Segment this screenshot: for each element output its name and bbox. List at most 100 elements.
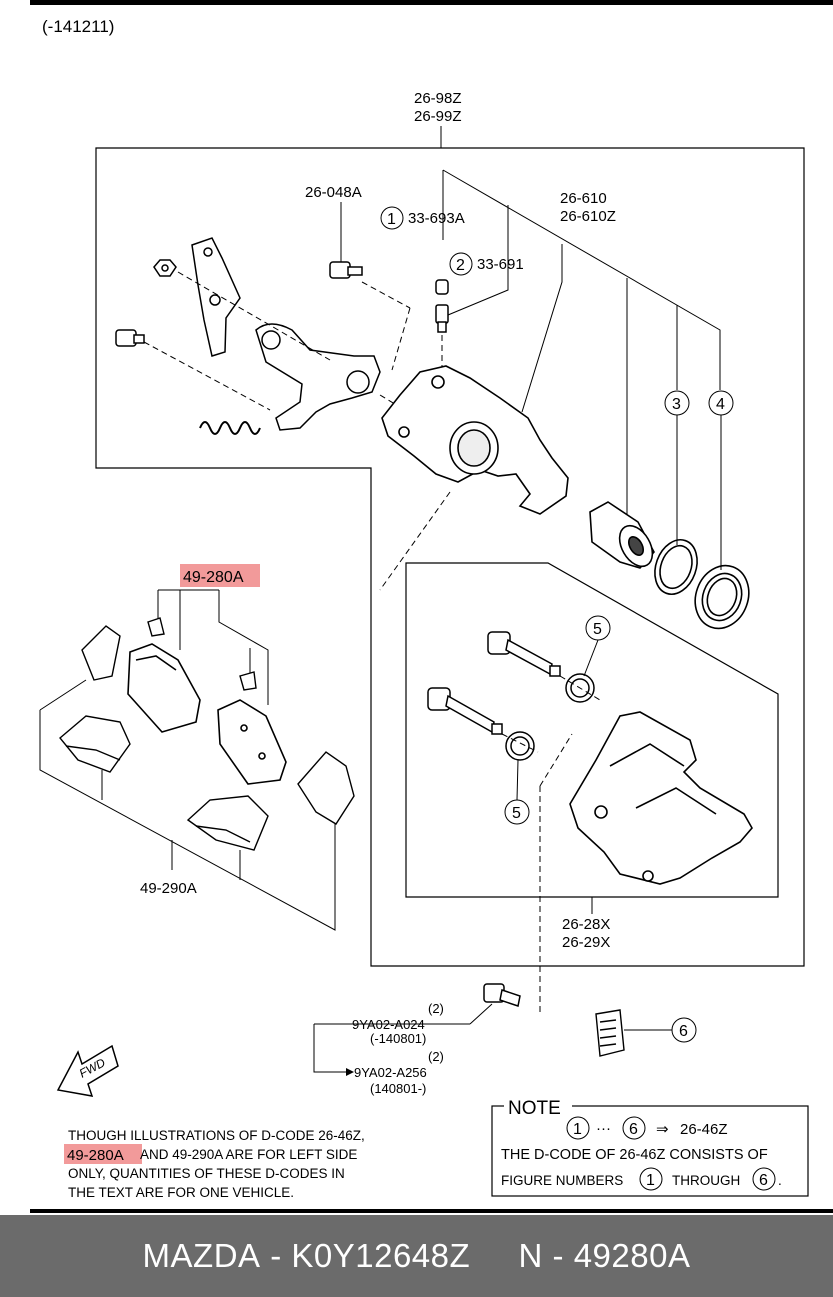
callout-5b: 5 [512,805,521,822]
callout-6: 6 [679,1023,688,1040]
bolt-2-qty: (2) [428,1049,444,1064]
callout-1: 1 [387,211,396,228]
note-title-bg [504,1096,572,1116]
callout-5a: 5 [593,621,602,638]
header-code: (-141211) [42,17,114,36]
bolt-1-range: (-140801) [370,1031,426,1046]
pin-boot-lower [505,731,535,761]
bolt-2-part: 9YA02-A256 [354,1065,427,1080]
note-num2-circle [752,1167,776,1191]
label-49-280A: 49-280A [183,569,244,586]
piston-leaders [442,169,721,520]
footer-part-number: K0Y12648Z [291,1237,471,1274]
note-range-end: 6 [629,1121,638,1138]
footer-sep-2: - [542,1237,574,1274]
bottom-border [30,1209,833,1213]
footer-brand: MAZDA [142,1237,261,1274]
note-num1-circle [639,1167,663,1191]
shim-plate-lower [186,795,269,851]
label-33-691: 33-691 [477,256,524,273]
disclaimer-line-2: AND 49-290A ARE FOR LEFT SIDE [140,1147,357,1162]
caliper-bracket [569,711,753,885]
note-range-code: 26-46Z [680,1121,728,1138]
note-num1: 1 [646,1172,655,1189]
brake-pad-inner [217,699,287,785]
note-line-3-b: THROUGH [672,1173,740,1188]
part-6-component [595,1009,625,1057]
label-33-693A: 33-693A [408,210,465,227]
guide-pin-upper [487,631,561,677]
piston-seal [654,539,698,595]
caliper-body [381,365,569,515]
shim-plate-upper [59,715,131,773]
pad-clip-top-left [147,617,165,637]
caliper-bolt [483,983,521,1007]
note-ellipsis: ··· [596,1120,611,1137]
bolt-1-qty: (2) [428,1001,444,1016]
footer-n: N [518,1237,543,1274]
callout-3: 3 [672,396,681,413]
label-26-048A: 26-048A [305,184,362,201]
bolt-2-range: (140801-) [370,1081,426,1096]
note-arrow: ⇒ [656,1121,669,1138]
callout-2: 2 [456,257,465,274]
label-26-99Z: 26-99Z [414,108,462,125]
bleeder-cap [435,279,449,295]
parking-brake-lever [191,237,241,357]
label-26-29X: 26-29X [562,934,610,951]
pad-clip-top-right [239,671,257,691]
callout-6-circle [671,1017,697,1043]
note-title: NOTE [508,1098,561,1119]
note-line-2: THE D-CODE OF 26-46Z CONSISTS OF [501,1147,768,1163]
disclaimer-code: 49-280A [67,1147,124,1164]
leader-5a [583,639,599,677]
bolt-supersede-arrow [313,1024,346,1073]
part-footer-bar: MAZDA - K0Y12648Z N - 49280A [0,1215,833,1297]
top-border [30,0,833,5]
anti-rattle-shim-right [297,751,355,825]
note-line-3-a: FIGURE NUMBERS [501,1173,623,1188]
parking-lever-plate [255,323,381,431]
lever-bolt-26-048A [329,261,363,279]
disclaimer-highlight [64,1144,142,1164]
note-range-start-circle [566,1116,590,1140]
assembly-dashes-upper [143,271,451,591]
anti-rattle-shim-left [81,625,121,681]
lever-nut [153,259,177,277]
callout-1-circle [380,206,404,230]
bracket-frame [405,562,779,898]
callout-2-circle [449,252,473,276]
label-26-610: 26-610 [560,190,607,207]
label-26-610Z: 26-610Z [560,208,616,225]
bolt-leader [469,1003,493,1025]
lever-bolt-left [115,329,145,347]
callout-4: 4 [716,396,725,413]
note-num2: 6 [759,1172,768,1189]
dust-boot [694,564,750,630]
disclaimer-line-4: THE TEXT ARE FOR ONE VEHICLE. [68,1185,294,1200]
note-box [491,1105,809,1197]
pads-highlight [180,564,260,587]
footer-gap [470,1237,518,1275]
guide-pin-lower [427,687,503,735]
note-range-end-circle [622,1116,646,1140]
caliper-assembly-frame [95,147,805,967]
assembly-dashes-bracket [501,675,601,1015]
spring [199,421,261,435]
pads-leaders [39,589,336,931]
label-26-98Z: 26-98Z [414,90,462,107]
fwd-arrow-icon [56,1044,119,1097]
note-range-start: 1 [573,1121,582,1138]
leader-5b [516,759,519,801]
label-49-290A: 49-290A [140,880,197,897]
brake-pad-outer [127,643,201,733]
bolt-arrow-head [346,1068,354,1076]
disclaimer-line-1: THOUGH ILLUSTRATIONS OF D-CODE 26-46Z, [68,1128,365,1143]
bleeder-screw [435,304,449,333]
note-line-3-c: . [778,1173,782,1188]
label-26-28X: 26-28X [562,916,610,933]
caliper-piston [589,501,655,569]
footer-number: 49280A [573,1237,691,1274]
disclaimer-line-3: ONLY, QUANTITIES OF THESE D-CODES IN [68,1166,345,1181]
